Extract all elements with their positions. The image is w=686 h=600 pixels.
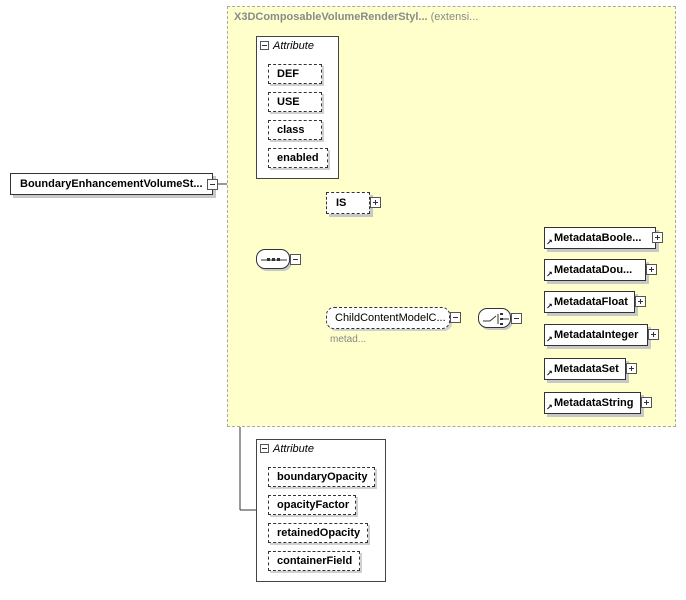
- extension-suffix: (extensi...: [430, 11, 479, 23]
- attribute-boundary-opacity[interactable]: boundaryOpacity: [268, 467, 375, 487]
- collapse-minus-icon[interactable]: [511, 313, 522, 324]
- collapse-minus-icon[interactable]: [260, 444, 269, 453]
- attribute-label: enabled: [277, 152, 319, 164]
- root-element-label: BoundaryEnhancementVolumeSt...: [20, 178, 203, 190]
- extension-base-name: X3DComposableVolumeRenderStyl...: [234, 11, 428, 23]
- expand-plus-icon[interactable]: [626, 363, 637, 374]
- extension-title: X3DComposableVolumeRenderStyl... (extens…: [234, 11, 478, 23]
- expand-plus-icon[interactable]: [370, 197, 381, 208]
- attribute-enabled[interactable]: enabled: [268, 148, 328, 168]
- group-subtitle: metad...: [330, 334, 367, 345]
- root-element-boundary-enhancement[interactable]: BoundaryEnhancementVolumeSt...: [10, 173, 213, 195]
- attribute-header-label: Attribute: [273, 443, 314, 455]
- attribute-label: USE: [277, 96, 300, 108]
- attribute-label: containerField: [277, 555, 353, 567]
- attribute-label: class: [277, 124, 305, 136]
- element-label: MetadataFloat: [554, 296, 628, 308]
- element-label: IS: [336, 197, 347, 209]
- element-metadata-float[interactable]: ↗ MetadataFloat: [544, 291, 635, 313]
- sequence-icon: [261, 258, 287, 261]
- reference-arrow-icon: ↗: [546, 369, 553, 378]
- attribute-opacity-factor[interactable]: opacityFactor: [268, 495, 356, 515]
- element-label: MetadataSet: [554, 363, 619, 375]
- element-metadata-boolean[interactable]: ↗ MetadataBoole...: [544, 227, 656, 249]
- attribute-container-field[interactable]: containerField: [268, 551, 360, 571]
- choice-icon: [483, 313, 509, 325]
- collapse-minus-icon[interactable]: [290, 254, 301, 265]
- attribute-use[interactable]: USE: [268, 92, 322, 112]
- collapse-minus-icon[interactable]: [450, 312, 461, 323]
- group-child-content-model[interactable]: ChildContentModelC...: [326, 307, 450, 329]
- attribute-header-label: Attribute: [273, 40, 314, 52]
- element-label: MetadataDou...: [554, 264, 633, 276]
- element-metadata-string[interactable]: ↗ MetadataString: [544, 392, 641, 414]
- element-metadata-integer[interactable]: ↗ MetadataInteger: [544, 324, 648, 346]
- attribute-def[interactable]: DEF: [268, 64, 322, 84]
- group-label: ChildContentModelC...: [335, 312, 446, 324]
- attribute-group-own-header[interactable]: Attribute: [260, 443, 314, 455]
- attribute-label: opacityFactor: [277, 499, 350, 511]
- reference-arrow-icon: ↗: [546, 403, 553, 412]
- expand-plus-icon[interactable]: [652, 232, 663, 243]
- reference-arrow-icon: ↗: [546, 335, 553, 344]
- choice-compositor[interactable]: [478, 308, 511, 328]
- element-label: MetadataInteger: [554, 329, 639, 341]
- attribute-label: boundaryOpacity: [277, 471, 368, 483]
- element-metadata-double[interactable]: ↗ MetadataDou...: [544, 259, 646, 281]
- element-is[interactable]: IS: [326, 192, 370, 214]
- expand-plus-icon[interactable]: [635, 296, 646, 307]
- attribute-label: DEF: [277, 68, 299, 80]
- collapse-minus-icon[interactable]: [260, 41, 269, 50]
- attribute-group-base-header[interactable]: Attribute: [260, 40, 314, 52]
- attribute-retained-opacity[interactable]: retainedOpacity: [268, 523, 368, 543]
- reference-arrow-icon: ↗: [546, 270, 553, 279]
- attribute-label: retainedOpacity: [277, 527, 361, 539]
- reference-arrow-icon: ↗: [546, 302, 553, 311]
- element-label: MetadataString: [554, 397, 634, 409]
- element-metadata-set[interactable]: ↗ MetadataSet: [544, 358, 626, 380]
- element-label: MetadataBoole...: [554, 232, 642, 244]
- expand-plus-icon[interactable]: [646, 264, 657, 275]
- sequence-compositor[interactable]: [256, 249, 290, 269]
- expand-plus-icon[interactable]: [641, 397, 652, 408]
- reference-arrow-icon: ↗: [546, 238, 553, 247]
- collapse-minus-icon[interactable]: [207, 179, 218, 190]
- expand-plus-icon[interactable]: [648, 329, 659, 340]
- attribute-class[interactable]: class: [268, 120, 322, 140]
